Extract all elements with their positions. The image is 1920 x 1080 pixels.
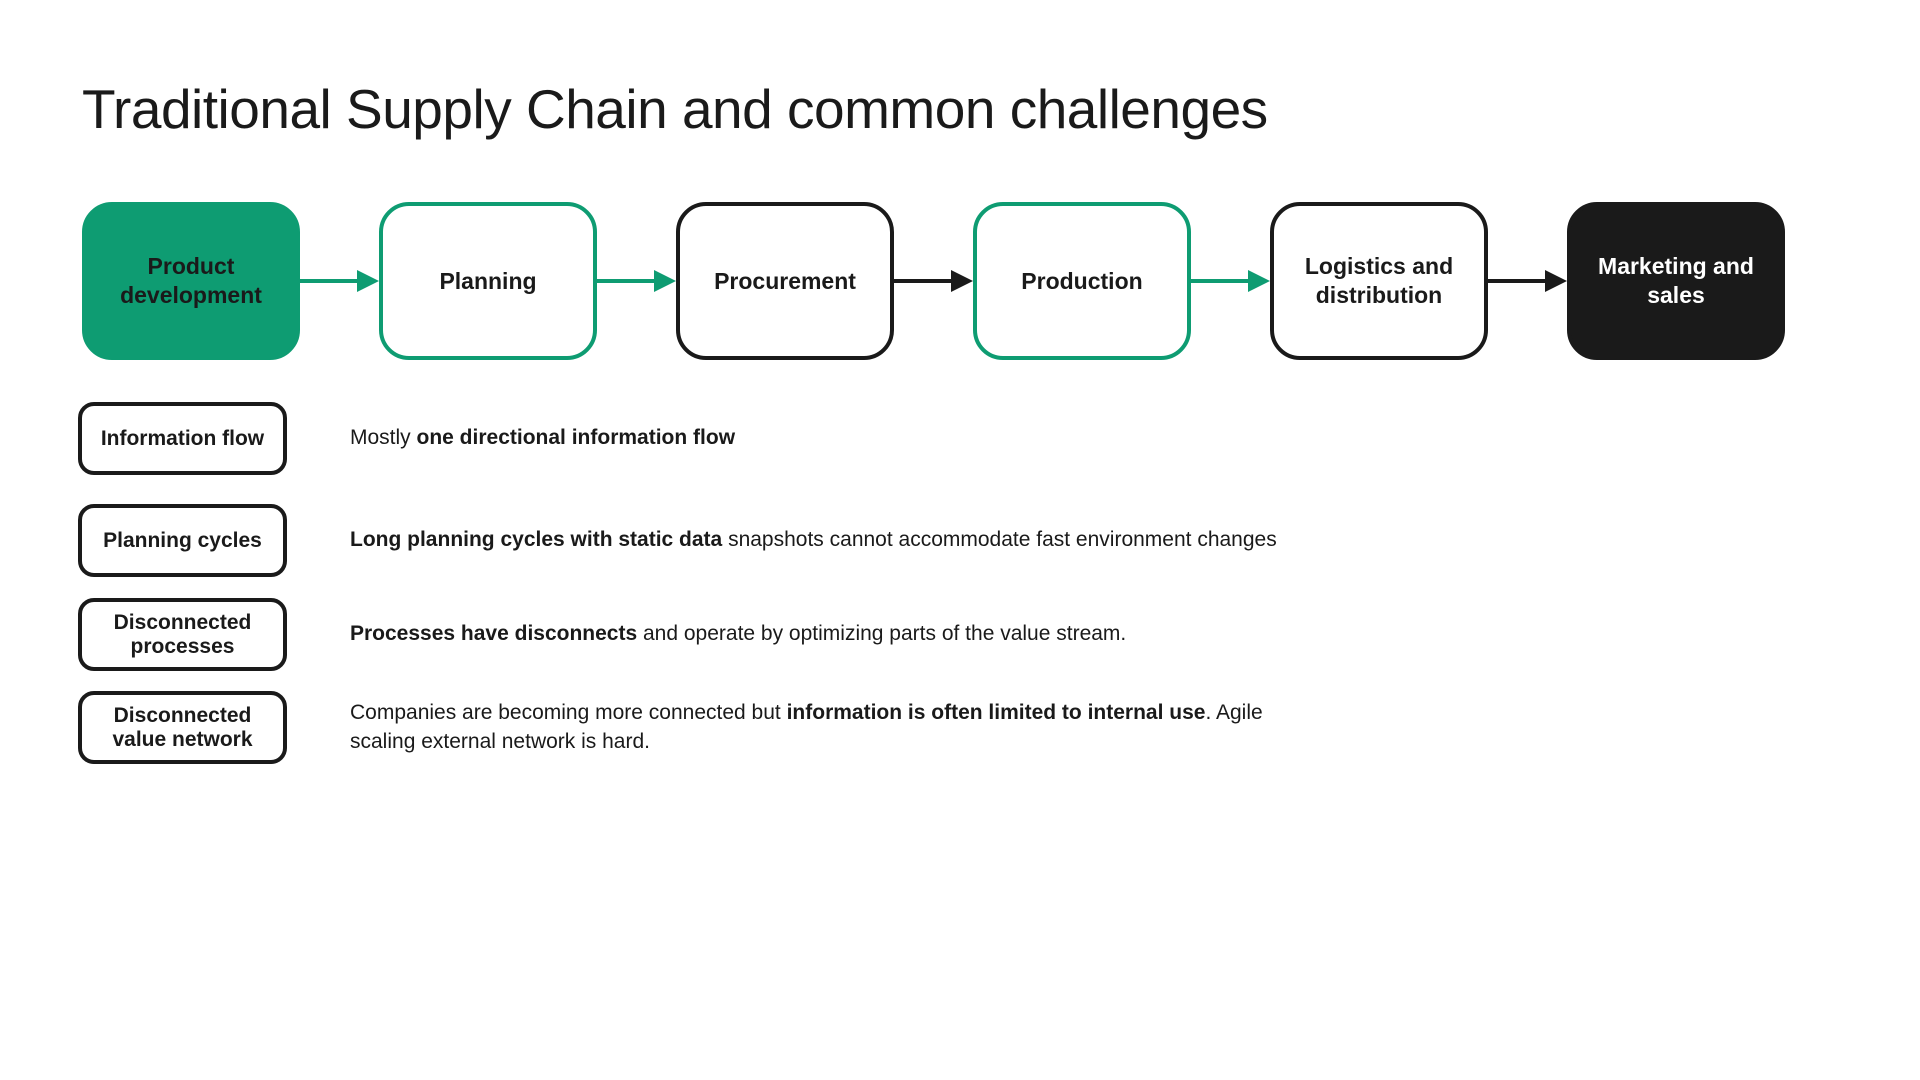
flow-arrow-4 <box>1191 202 1270 360</box>
challenge-label-box: Disconnected value network <box>78 691 287 764</box>
flow-arrow-2 <box>597 202 676 360</box>
challenge-row-disconnected-processes: Disconnected processes Processes have di… <box>78 598 1126 671</box>
arrow-head-icon <box>1545 270 1567 292</box>
arrow-head-icon <box>654 270 676 292</box>
arrow-shaft <box>1191 279 1248 283</box>
arrow-head-icon <box>357 270 379 292</box>
challenge-description: Long planning cycles with static data sn… <box>350 528 1277 552</box>
flow-arrow-1 <box>300 202 379 360</box>
supply-chain-flow: Product development Planning Procurement… <box>82 202 1785 360</box>
challenge-description: Companies are becoming more connected bu… <box>350 700 1263 753</box>
arrow-shaft <box>300 279 357 283</box>
arrow-head-icon <box>1248 270 1270 292</box>
chain-box-product-development: Product development <box>82 202 300 360</box>
challenge-label-box: Disconnected processes <box>78 598 287 671</box>
flow-arrow-3 <box>894 202 973 360</box>
challenge-label-box: Planning cycles <box>78 504 287 577</box>
arrow-shaft <box>1488 279 1545 283</box>
chain-box-procurement: Procurement <box>676 202 894 360</box>
flow-arrow-5 <box>1488 202 1567 360</box>
chain-box-logistics-distribution: Logistics and distribution <box>1270 202 1488 360</box>
chain-box-marketing-sales: Marketing and sales <box>1567 202 1785 360</box>
challenge-row-planning-cycles: Planning cycles Long planning cycles wit… <box>78 504 1277 577</box>
challenge-row-information-flow: Information flow Mostly one directional … <box>78 402 735 475</box>
challenge-description: Processes have disconnects and operate b… <box>350 622 1127 646</box>
challenge-label-box: Information flow <box>78 402 287 475</box>
arrow-head-icon <box>951 270 973 292</box>
challenge-description: Mostly one directional information flow <box>350 426 736 450</box>
arrow-shaft <box>597 279 654 283</box>
chain-box-planning: Planning <box>379 202 597 360</box>
page-title: Traditional Supply Chain and common chal… <box>82 78 1268 140</box>
arrow-shaft <box>894 279 951 283</box>
challenge-row-disconnected-value-network: Disconnected value network Companies are… <box>78 691 1263 764</box>
chain-box-production: Production <box>973 202 1191 360</box>
